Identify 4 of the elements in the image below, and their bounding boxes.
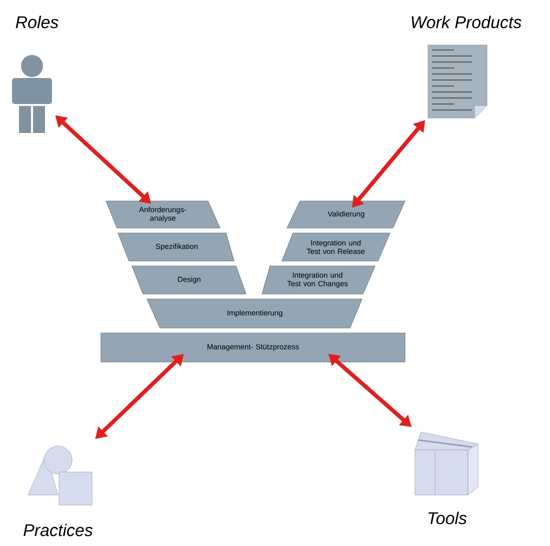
roles-heading: Roles bbox=[16, 16, 58, 28]
tools-heading: Tools bbox=[428, 512, 467, 524]
practices-heading: Practices bbox=[24, 524, 93, 536]
work-products-heading: Work Products bbox=[412, 16, 522, 28]
